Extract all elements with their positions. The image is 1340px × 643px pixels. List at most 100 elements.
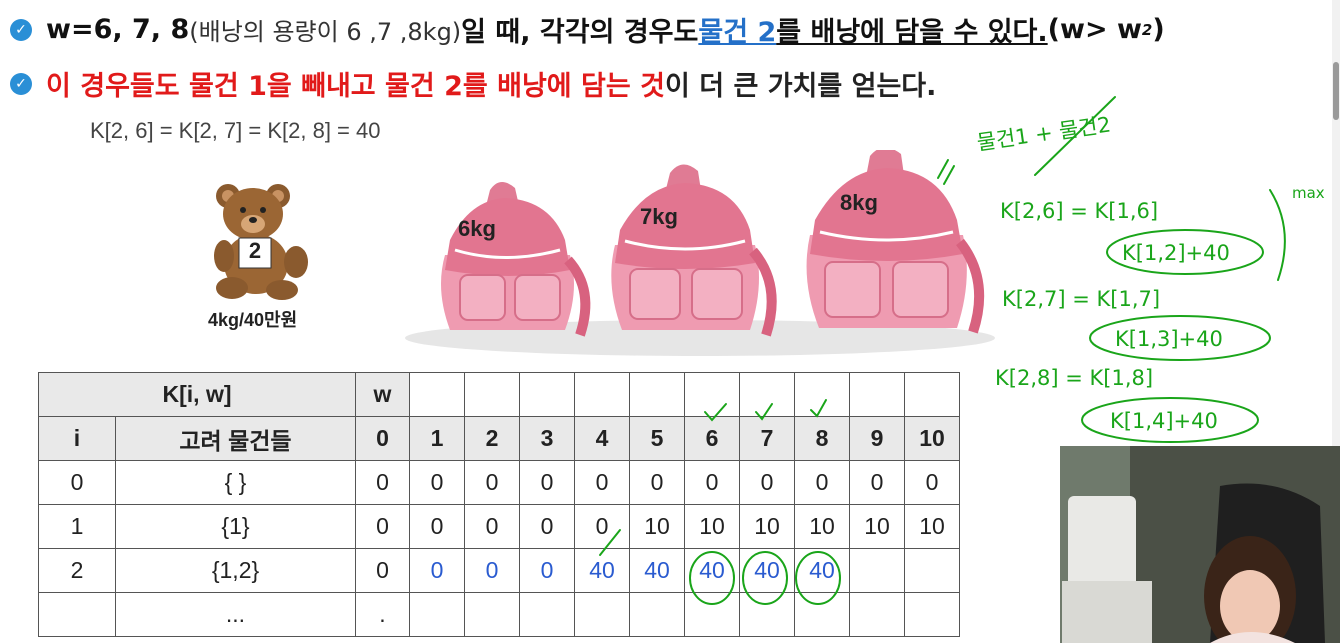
row-items: { } — [115, 460, 356, 505]
weight-header: 0 — [355, 416, 410, 461]
table-cell: 0 — [574, 504, 630, 549]
table-cell — [849, 548, 905, 593]
webcam-overlay — [1060, 446, 1340, 643]
table-cell: 0 — [519, 548, 575, 593]
annot-eq2: K[2,7] = K[1,7] — [1002, 287, 1160, 311]
k-label: K[i, w] — [38, 372, 356, 417]
items-label: 고려 물건들 — [115, 416, 356, 461]
annot-items: 물건1 + 물건2 — [975, 112, 1112, 155]
row-i — [38, 592, 116, 637]
table-row: 2 {1,2} 0 0 0 0 40 40 40 40 40 — [38, 548, 960, 593]
teddy-bear-icon — [214, 184, 308, 300]
table-cell — [904, 548, 960, 593]
annot-max: max — [1292, 184, 1325, 202]
table-header-row: i 고려 물건들 0 1 2 3 4 5 6 7 8 9 10 — [38, 416, 960, 461]
table-cell: 0 — [739, 460, 795, 505]
table-row: 0 { } 0 0 0 0 0 0 0 0 0 0 0 — [38, 460, 960, 505]
table-cell: 0 — [904, 460, 960, 505]
scrollbar-thumb[interactable] — [1333, 62, 1339, 120]
line1-part6: (w> w — [1047, 14, 1142, 45]
table-cell: 0 — [684, 460, 740, 505]
table-cell: 0 — [464, 504, 520, 549]
row-items: {1,2} — [115, 548, 356, 593]
table-cell: 0 — [409, 460, 465, 505]
backpack-label: 8kg — [840, 190, 878, 215]
table-cell: 0 — [794, 460, 850, 505]
weight-header: 10 — [904, 416, 960, 461]
line1-part3: 일 때, 각각의 경우도 — [461, 17, 699, 48]
annot-eq3: K[2,8] = K[1,8] — [995, 366, 1153, 390]
line2-red-text: 이 경우들도 물건 1을 빼내고 물건 2를 배낭에 담는 것 — [46, 71, 665, 102]
table-cell: 40 — [794, 548, 850, 593]
weight-header: 4 — [574, 416, 630, 461]
weight-header: 2 — [464, 416, 520, 461]
table-cell: 10 — [849, 504, 905, 549]
item-label: 4kg/40만원 — [208, 310, 298, 330]
table-cell: 40 — [629, 548, 685, 593]
line1-part1: w=6, 7, 8 — [46, 14, 190, 45]
line1-part2: (배낭의 용량이 6 ,7 ,8kg) — [189, 18, 462, 46]
table-cell: 40 — [739, 548, 795, 593]
table-cell: 10 — [684, 504, 740, 549]
table-cell: 0 — [519, 504, 575, 549]
table-cell: 0 — [849, 460, 905, 505]
table-cell: . — [355, 592, 410, 637]
formula-text: K[2, 6] = K[2, 7] = K[2, 8] = 40 — [90, 118, 381, 143]
line1-subscript: 2 — [1141, 20, 1153, 39]
table-cell: 0 — [464, 548, 520, 593]
table-cell: 0 — [355, 504, 410, 549]
check-icon: ✓ — [10, 18, 32, 41]
table-cell: 10 — [629, 504, 685, 549]
table-cell: 0 — [629, 460, 685, 505]
table-cell: 0 — [409, 504, 465, 549]
table-cell: 0 — [574, 460, 630, 505]
weight-header: 3 — [519, 416, 575, 461]
i-label: i — [38, 416, 116, 461]
annot-eq3b: K[1,4]+40 — [1110, 409, 1218, 433]
table-cell: 10 — [739, 504, 795, 549]
backpack-icon — [806, 150, 985, 334]
circle-annotation — [1081, 397, 1259, 443]
table-cell: 10 — [794, 504, 850, 549]
weight-header: 1 — [409, 416, 465, 461]
w-label: w — [355, 372, 410, 417]
table-cell: 10 — [904, 504, 960, 549]
weight-header: 7 — [739, 416, 795, 461]
backpack-label: 7kg — [640, 204, 678, 229]
table-cell: 40 — [684, 548, 740, 593]
table-header-row: K[i, w] w — [38, 372, 960, 417]
circle-annotation — [1089, 315, 1271, 361]
circle-annotation — [1106, 229, 1264, 275]
line1-item-link: 물건 2 — [698, 17, 777, 48]
knapsack-table: K[i, w] w i 고려 물건들 0 1 2 3 4 5 6 7 8 9 1… — [38, 372, 960, 637]
backpacks-illustration — [405, 150, 995, 356]
backpack-icon — [441, 181, 591, 337]
bullet-line-1: ✓ w=6, 7, 8 (배낭의 용량이 6 ,7 ,8kg) 일 때, 각각의… — [10, 10, 1165, 49]
webcam-video — [1060, 446, 1340, 643]
weight-header: 6 — [684, 416, 740, 461]
table-cell: 40 — [574, 548, 630, 593]
backpack-label: 6kg — [458, 216, 496, 241]
line1-part5: 를 배낭에 담을 수 있다. — [776, 17, 1048, 48]
item-number: 2 — [248, 238, 262, 263]
table-cell: 0 — [355, 548, 410, 593]
row-i: 1 — [38, 504, 116, 549]
table-cell: 0 — [355, 460, 410, 505]
max-brace — [1269, 189, 1286, 281]
strike-line — [1034, 96, 1116, 176]
backpack-icon — [611, 164, 777, 337]
annot-eq1: K[2,6] = K[1,6] — [1000, 199, 1158, 223]
weight-header: 8 — [794, 416, 850, 461]
annot-eq1b: K[1,2]+40 — [1122, 241, 1230, 265]
table-cell: 0 — [464, 460, 520, 505]
annot-eq2b: K[1,3]+40 — [1115, 327, 1223, 351]
row-items: {1} — [115, 504, 356, 549]
bullet-line-2: ✓ 이 경우들도 물건 1을 빼내고 물건 2를 배낭에 담는 것 이 더 큰 … — [10, 64, 936, 103]
scrollbar[interactable] — [1332, 0, 1340, 446]
table-cell: 0 — [409, 548, 465, 593]
weight-header: 5 — [629, 416, 685, 461]
weight-header: 9 — [849, 416, 905, 461]
check-icon: ✓ — [10, 72, 32, 95]
line1-part8: ) — [1152, 14, 1165, 45]
row-i: 0 — [38, 460, 116, 505]
